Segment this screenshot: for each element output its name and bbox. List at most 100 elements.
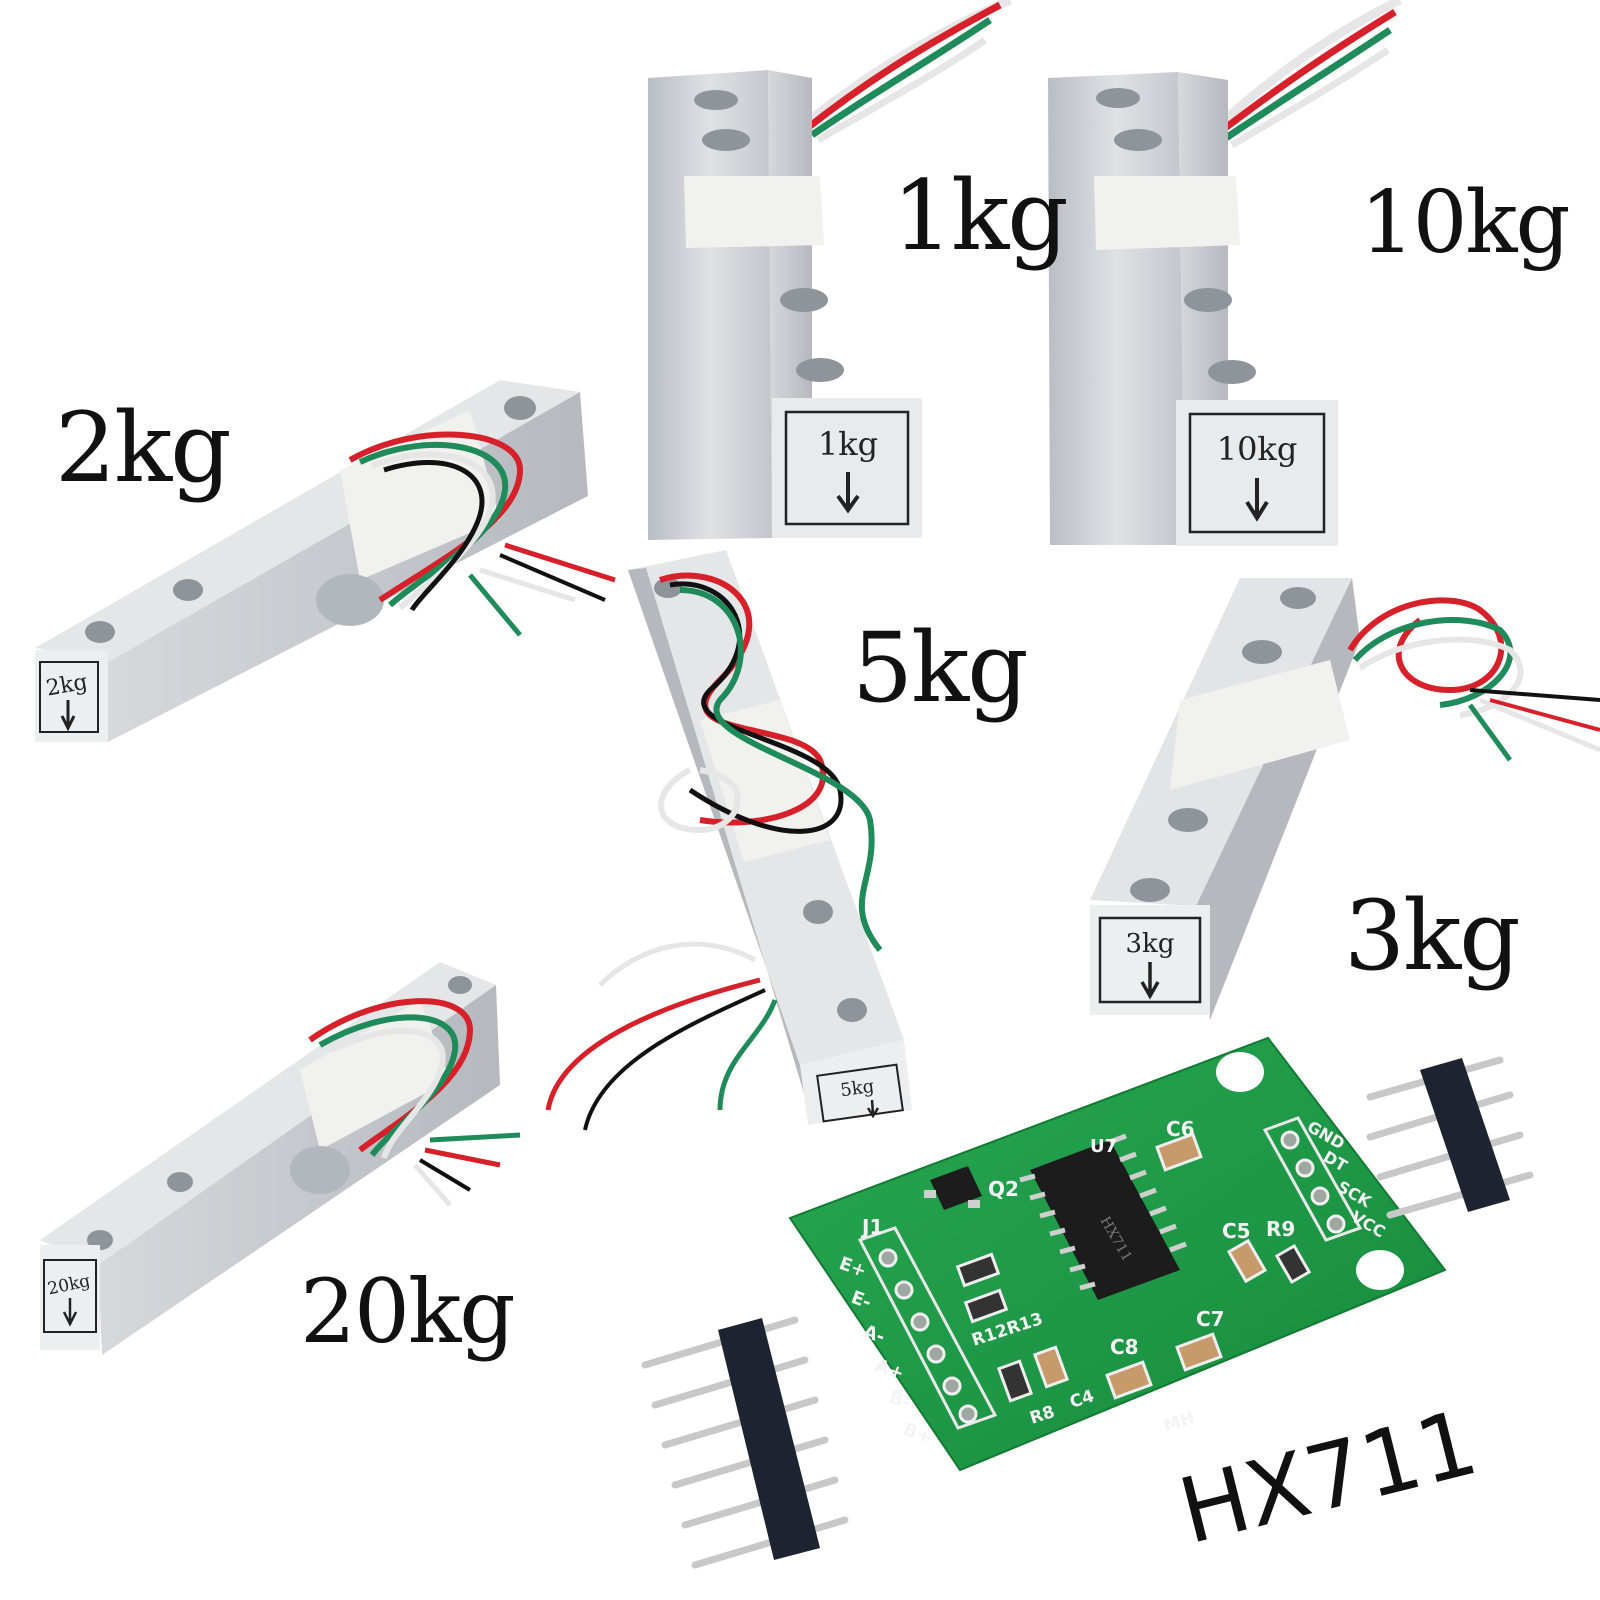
mount-hole bbox=[654, 578, 682, 598]
wire-white bbox=[1479, 697, 1600, 753]
wire-white bbox=[1230, 47, 1390, 149]
mount-hole bbox=[1096, 88, 1140, 108]
left-pad-strip bbox=[857, 1226, 998, 1430]
body-side bbox=[628, 568, 806, 1100]
load-cell-3kg: 3kg bbox=[1090, 578, 1600, 1020]
mount-hole bbox=[167, 1172, 193, 1192]
mount-hole bbox=[1184, 288, 1232, 312]
strain-gauge-cover bbox=[1094, 176, 1240, 250]
down-arrow-icon bbox=[1140, 962, 1160, 1000]
mount-hole bbox=[780, 288, 828, 312]
wire-green bbox=[679, 587, 883, 952]
strain-gauge-cover bbox=[684, 176, 824, 248]
load-cell-1kg: 1kg bbox=[648, 0, 1012, 540]
end-face bbox=[35, 650, 108, 742]
wire-white bbox=[598, 941, 757, 987]
stamp-box bbox=[1098, 916, 1202, 1004]
silk-mh: MH bbox=[1161, 1408, 1197, 1437]
load-cell-2kg: 2kg bbox=[35, 380, 616, 742]
pin-header-6 bbox=[641, 1316, 849, 1569]
wire-red bbox=[504, 542, 616, 583]
end-face bbox=[772, 398, 922, 538]
silk-c8: C8 bbox=[1110, 1335, 1139, 1359]
wire-black bbox=[669, 581, 844, 834]
strain-gauge-cover bbox=[700, 700, 830, 862]
wire-white bbox=[658, 767, 741, 834]
mount-hole bbox=[85, 621, 115, 643]
wire-black bbox=[383, 460, 485, 612]
mount-hole bbox=[1242, 640, 1282, 664]
stamp-box bbox=[39, 661, 99, 733]
wire-green bbox=[429, 1132, 521, 1143]
load-cell-10kg: 10kg bbox=[1048, 0, 1403, 546]
label-20kg: 20kg bbox=[300, 1260, 516, 1363]
mount-hole bbox=[1216, 1052, 1264, 1092]
end-face bbox=[1176, 400, 1338, 546]
mount-hole bbox=[837, 998, 867, 1022]
wire-green bbox=[468, 573, 522, 637]
load-cell-20kg: 20kg bbox=[40, 962, 521, 1355]
strain-gauge-cover bbox=[300, 1000, 450, 1150]
label-1kg: 1kg bbox=[892, 160, 1069, 272]
stamp-1kg: 1kg bbox=[818, 425, 878, 463]
stamp-3kg: 3kg bbox=[1126, 929, 1175, 959]
wire-black bbox=[418, 1158, 472, 1192]
load-cell-5kg: 5kg bbox=[545, 550, 912, 1131]
stamp-box bbox=[1188, 412, 1326, 534]
wire-red bbox=[545, 977, 761, 1111]
mount-hole bbox=[702, 129, 750, 151]
stamp-box bbox=[43, 1259, 97, 1333]
wire-white bbox=[1212, 0, 1403, 132]
wire-red bbox=[424, 1147, 501, 1168]
silk-q2: Q2 bbox=[988, 1177, 1019, 1201]
wire-white bbox=[330, 1027, 446, 1160]
mount-hole bbox=[1208, 360, 1256, 384]
right-pad-strip bbox=[1262, 1116, 1363, 1242]
wire-black bbox=[499, 553, 606, 602]
mount-hole bbox=[448, 976, 472, 994]
wire-green bbox=[717, 999, 778, 1111]
silk-r9: R9 bbox=[1266, 1217, 1295, 1241]
hx711-chip: HX711 bbox=[1019, 1133, 1187, 1300]
mount-hole bbox=[694, 90, 738, 110]
wire-white bbox=[479, 567, 576, 603]
wire-green bbox=[810, 17, 992, 138]
wire-white bbox=[413, 1163, 452, 1207]
label-3kg: 3kg bbox=[1344, 880, 1521, 992]
label-2kg: 2kg bbox=[55, 392, 232, 504]
mount-hole bbox=[1114, 129, 1162, 151]
silk-c5: C5 bbox=[1222, 1219, 1251, 1243]
label-10kg: 10kg bbox=[1360, 173, 1571, 273]
q2-transistor bbox=[924, 1166, 982, 1210]
wire-red bbox=[1489, 698, 1600, 732]
mount-hole bbox=[1280, 587, 1316, 609]
mount-hole bbox=[796, 358, 844, 382]
down-arrow-icon bbox=[836, 472, 860, 514]
mount-hole bbox=[173, 579, 203, 601]
stamp-box bbox=[784, 410, 910, 526]
silk-u7: U7 bbox=[1090, 1136, 1117, 1157]
mount-hole bbox=[1356, 1250, 1404, 1290]
wire-red bbox=[802, 1, 1002, 133]
down-arrow-icon bbox=[62, 1298, 78, 1327]
stamp-box bbox=[816, 1063, 904, 1123]
down-arrow-icon bbox=[60, 700, 76, 732]
wire-red bbox=[348, 431, 524, 603]
stamp-10kg: 10kg bbox=[1217, 430, 1298, 468]
wire-green bbox=[1467, 703, 1513, 762]
hx711-board: J1 E+ E- A- A+ B- B+ GND DT SCK VCC bbox=[788, 1036, 1447, 1472]
wire-red bbox=[1217, 9, 1397, 135]
wire-black bbox=[1469, 688, 1600, 702]
wire-green bbox=[358, 442, 509, 608]
wire-red bbox=[1347, 597, 1505, 694]
down-arrow-icon bbox=[866, 1099, 880, 1119]
center-bore bbox=[290, 1146, 350, 1194]
center-bore bbox=[316, 574, 384, 626]
mount-hole bbox=[1168, 808, 1208, 832]
pin-header-4 bbox=[1366, 1056, 1534, 1219]
wire-white bbox=[370, 451, 496, 611]
wire-black bbox=[583, 988, 766, 1131]
down-arrow-icon bbox=[1245, 478, 1269, 522]
stamp-5kg: 5kg bbox=[839, 1076, 875, 1102]
